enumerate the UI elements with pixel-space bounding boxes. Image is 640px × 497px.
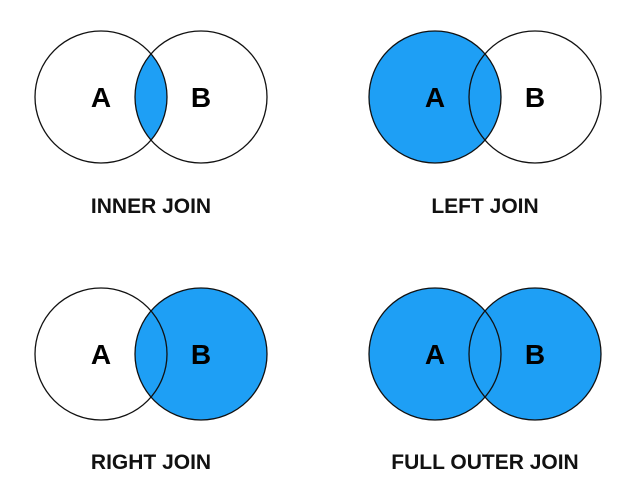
right-join-caption: RIGHT JOIN [91,451,211,474]
full-outer-join-set-a-label: A [425,339,445,370]
full-outer-join-circle-a-fill [369,288,501,420]
inner-join-set-b-label: B [191,82,211,113]
full-outer-join-diagram: A B FULL OUTER JOIN [368,287,602,474]
full-outer-join-circle-b-fill [469,288,601,420]
left-join-set-a-label: A [425,82,445,113]
full-outer-join-set-b-label: B [525,339,545,370]
right-join-circle-b-fill [135,288,267,420]
full-outer-join-caption: FULL OUTER JOIN [391,451,578,474]
right-join-set-b-label: B [191,339,211,370]
left-join-circle-a [368,30,502,164]
full-outer-join-circle-a [368,287,502,421]
full-outer-join-circle-b [468,287,602,421]
inner-join-set-a-label: A [91,82,111,113]
right-join-diagram: A B RIGHT JOIN [34,287,268,474]
left-join-diagram: A B LEFT JOIN [368,30,602,218]
left-join-set-b-label: B [525,82,545,113]
right-join-circle-a [34,287,168,421]
left-join-circle-a-fill [369,31,501,163]
right-join-circle-b [134,287,268,421]
left-join-circle-b [468,30,602,164]
inner-join-caption: INNER JOIN [91,195,211,218]
right-join-set-a-label: A [91,339,111,370]
inner-join-circle-a [34,30,168,164]
left-join-caption: LEFT JOIN [431,195,538,218]
inner-join-diagram: A B INNER JOIN [34,30,268,218]
inner-join-circle-b [134,30,268,164]
